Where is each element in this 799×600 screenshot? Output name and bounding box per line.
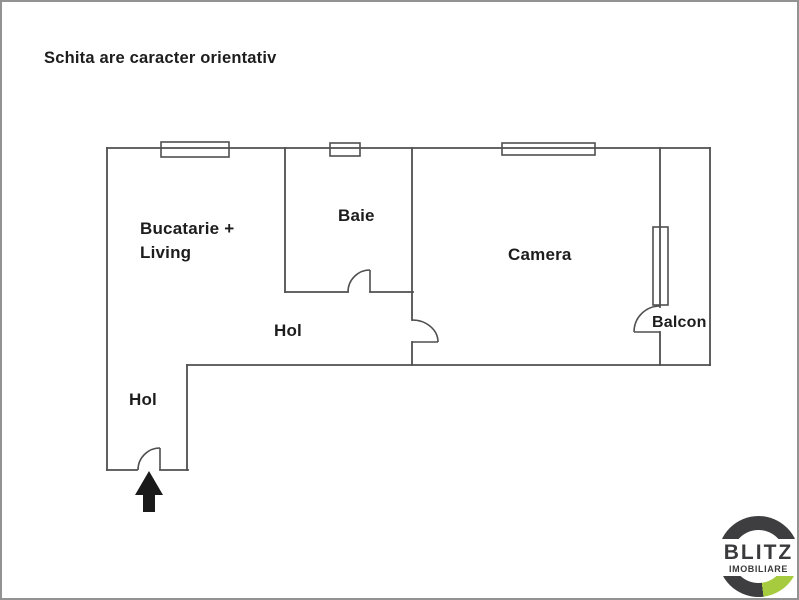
window-baie xyxy=(329,142,361,157)
doors xyxy=(137,269,661,471)
room-label-baie: Baie xyxy=(338,206,375,225)
entrance-arrow-icon xyxy=(135,471,163,512)
window-bucatarie xyxy=(160,141,230,158)
windows xyxy=(160,141,669,306)
window-camera xyxy=(501,142,596,156)
room-label-hol-entrance: Hol xyxy=(129,390,157,409)
logo-text-band: BLITZ IMOBILIARE xyxy=(715,539,797,576)
door-arc-camera xyxy=(411,319,439,343)
door-arc-entrance xyxy=(137,447,161,471)
room-label-camera: Camera xyxy=(508,245,572,264)
window-balcon xyxy=(652,226,669,306)
room-label-bucatarie-living: Bucatarie + Living xyxy=(140,219,235,262)
disclaimer-text: Schita are caracter orientativ xyxy=(44,49,277,67)
room-label-balcon: Balcon xyxy=(652,314,707,331)
logo-brand-subtitle: IMOBILIARE xyxy=(729,563,788,574)
logo-brand-name: BLITZ xyxy=(723,540,794,564)
agency-logo: BLITZ IMOBILIARE xyxy=(715,516,797,597)
door-arc-balcon xyxy=(633,305,661,333)
room-label-hol-corridor: Hol xyxy=(274,321,302,340)
door-arc-baie xyxy=(347,269,371,293)
walls xyxy=(106,147,711,471)
